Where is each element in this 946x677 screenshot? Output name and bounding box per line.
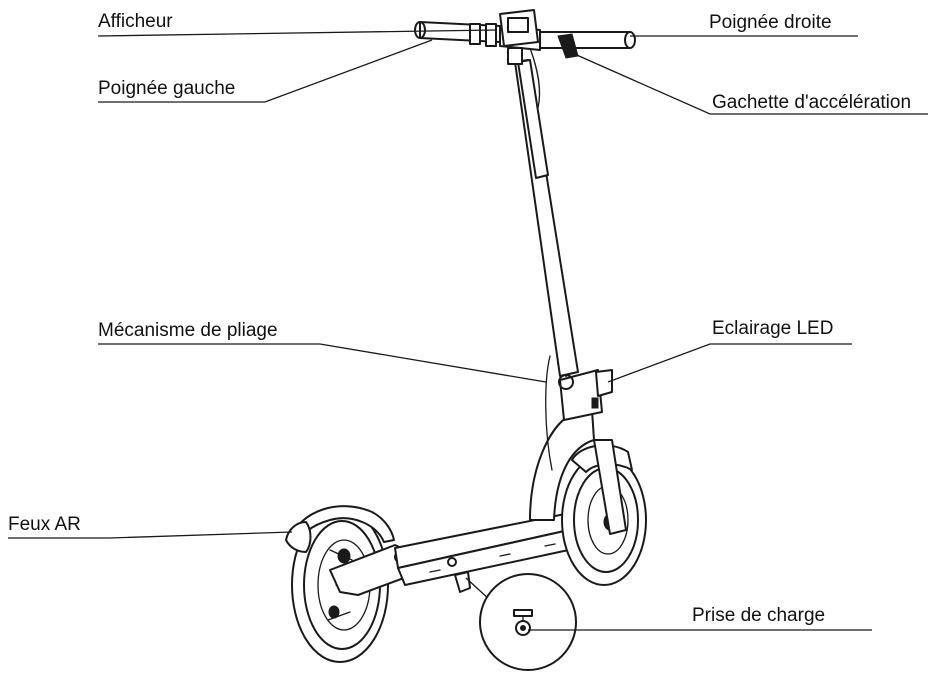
label-eclairage: Eclairage LED (712, 318, 833, 339)
label-prise: Prise de charge (692, 605, 825, 626)
label-feux: Feux AR (8, 514, 81, 535)
label-mecanisme: Mécanisme de pliage (98, 320, 278, 341)
label-poignee-gauche: Poignée gauche (98, 78, 235, 99)
label-gachette: Gachette d'accélération (712, 92, 911, 113)
leader-afficheur (97, 29, 496, 37)
leader-mecanisme (98, 343, 547, 383)
label-afficheur: Afficheur (98, 11, 173, 32)
steering-stem (514, 47, 579, 377)
deck (394, 511, 579, 593)
leader-eclairage (607, 343, 852, 383)
leader-lines (8, 29, 928, 631)
rear-fender (285, 505, 395, 553)
scooter-illustration (285, 9, 647, 671)
handlebar (414, 9, 636, 65)
front-fork (571, 439, 633, 535)
folding-mechanism (545, 353, 613, 471)
labels: Afficheur Poignée gauche Poignée droite … (8, 11, 911, 626)
charge-port-detail (465, 573, 577, 671)
label-poignee-droite: Poignée droite (709, 12, 832, 33)
leader-poignee-gauche (98, 39, 433, 103)
leader-gachette (569, 51, 928, 115)
leader-feux (8, 531, 293, 539)
